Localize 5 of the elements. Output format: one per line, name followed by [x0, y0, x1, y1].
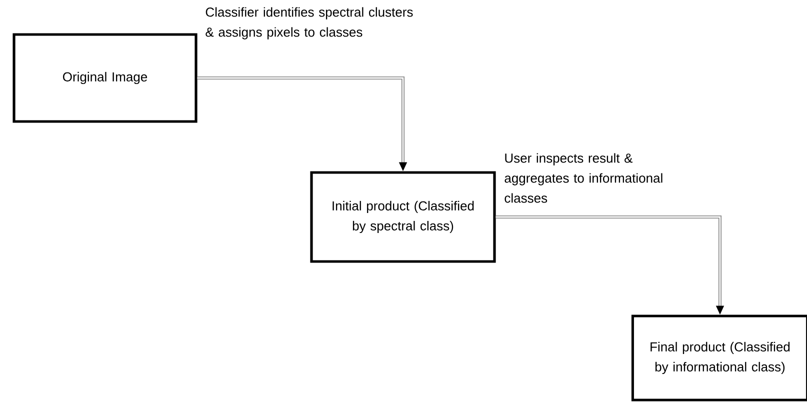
process-box: Final product (Classified by informational class) [631, 314, 807, 402]
process-box: Original Image [12, 33, 198, 123]
edge-label: User inspects result & aggregates to informational classes [504, 153, 662, 203]
process-box: Initial product (Classified by spectral class) [310, 171, 496, 263]
edge-label: Classifier identifies spectral clusters & assigns pixels to classes [206, 7, 413, 40]
